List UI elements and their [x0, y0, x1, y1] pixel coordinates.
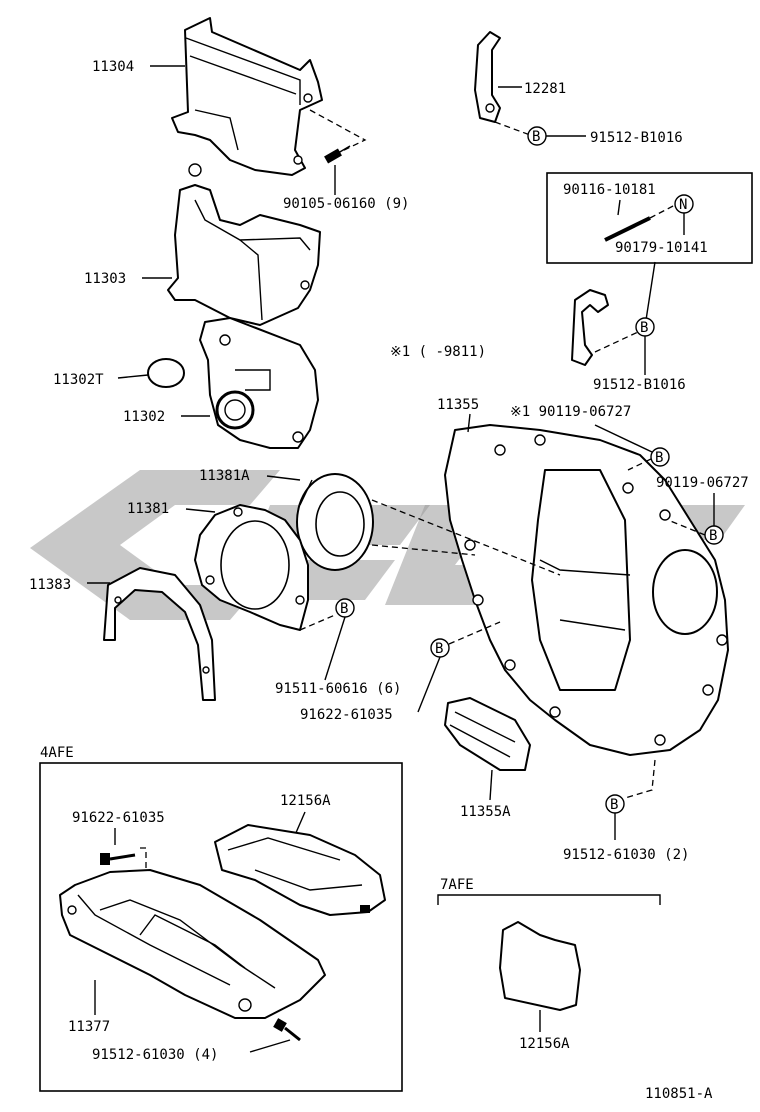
- svg-text:B: B: [640, 320, 648, 336]
- label-12281: 12281: [524, 81, 566, 97]
- label-90116-10181: 90116-10181: [563, 182, 656, 198]
- label-90105-06160: 90105-06160 (9): [283, 196, 409, 212]
- part-11383-gasket: [103, 567, 216, 701]
- label-11355a: 11355A: [460, 804, 511, 820]
- part-11355a-cover: [444, 697, 531, 771]
- part-11303-timing-cover-middle: [167, 163, 321, 326]
- svg-text:B: B: [709, 528, 717, 544]
- label-11355: 11355: [437, 397, 479, 413]
- callout-b-91622-main: B: [430, 638, 450, 658]
- label-4afe: 4AFE: [40, 745, 74, 761]
- label-11381: 11381: [127, 501, 169, 517]
- label-90179-10141: 90179-10141: [615, 240, 708, 256]
- label-91622-61035-box: 91622-61035: [72, 810, 165, 826]
- callout-b-90119: B: [704, 525, 724, 545]
- callout-b-91512-mid: B: [635, 317, 655, 337]
- label-91512-b1016-top: 91512-B1016: [590, 130, 683, 146]
- label-11304: 11304: [92, 59, 134, 75]
- label-12156a-box: 12156A: [280, 793, 331, 809]
- label-91512-61030-2: 91512-61030 (2): [563, 847, 689, 863]
- diagram-id: 110851-A: [645, 1086, 713, 1102]
- label-90119-06727: 90119-06727: [656, 475, 749, 491]
- callout-b-91512-top: B: [527, 126, 547, 146]
- label-7afe: 7AFE: [440, 877, 474, 893]
- label-91511-60616: 91511-60616 (6): [275, 681, 401, 697]
- svg-text:B: B: [655, 450, 663, 466]
- part-11302t-cap: [147, 358, 185, 388]
- label-11383: 11383: [29, 577, 71, 593]
- label-91512-61030-4: 91512-61030 (4): [92, 1047, 218, 1063]
- callout-n-90179: N: [674, 194, 694, 214]
- part-11381a-oil-seal: [296, 473, 374, 571]
- detail-box-stud: [546, 172, 753, 264]
- svg-text:B: B: [532, 129, 540, 145]
- label-11381a: 11381A: [199, 468, 250, 484]
- label-11302t: 11302T: [53, 372, 104, 388]
- label-11303: 11303: [84, 271, 126, 287]
- label-90119-06727-star: ※1 90119-06727: [510, 404, 631, 420]
- stud-90116-icon: [604, 216, 651, 242]
- svg-text:B: B: [435, 641, 443, 657]
- part-11355-end-plate: [444, 424, 729, 756]
- callout-b-91511: B: [335, 598, 355, 618]
- label-11302: 11302: [123, 409, 165, 425]
- part-12156a-insulator-4afe: [214, 824, 386, 916]
- part-11302-timing-cover-lower: [199, 317, 319, 449]
- label-91622-61035-main: 91622-61035: [300, 707, 393, 723]
- bolt-91512-61030-4-icon: [273, 1018, 301, 1042]
- svg-text:B: B: [340, 601, 348, 617]
- label-11377: 11377: [68, 1019, 110, 1035]
- variant-box-4afe: [39, 762, 403, 1092]
- label-91512-b1016-mid: 91512-B1016: [593, 377, 686, 393]
- part-bracket-mid: [571, 289, 609, 366]
- label-12156a-7afe: 12156A: [519, 1036, 570, 1052]
- part-12281-bracket: [474, 31, 501, 123]
- part-11381-seal-retainer: [194, 504, 309, 631]
- svg-text:N: N: [679, 197, 687, 213]
- bolt-90105-icon: [324, 145, 351, 164]
- variant-bracket-7afe: [437, 894, 661, 905]
- bolt-91622-icon: [100, 853, 136, 865]
- callout-b-90119-star: B: [650, 447, 670, 467]
- callout-b-91512-61030-2: B: [605, 794, 625, 814]
- part-12156a-insulator-7afe: [499, 921, 581, 1011]
- svg-text:B: B: [610, 797, 618, 813]
- part-11377-dust-cover: [59, 869, 326, 1019]
- part-11304-timing-cover-upper: [171, 17, 323, 176]
- note-star-range: ※1 ( -9811): [390, 344, 486, 360]
